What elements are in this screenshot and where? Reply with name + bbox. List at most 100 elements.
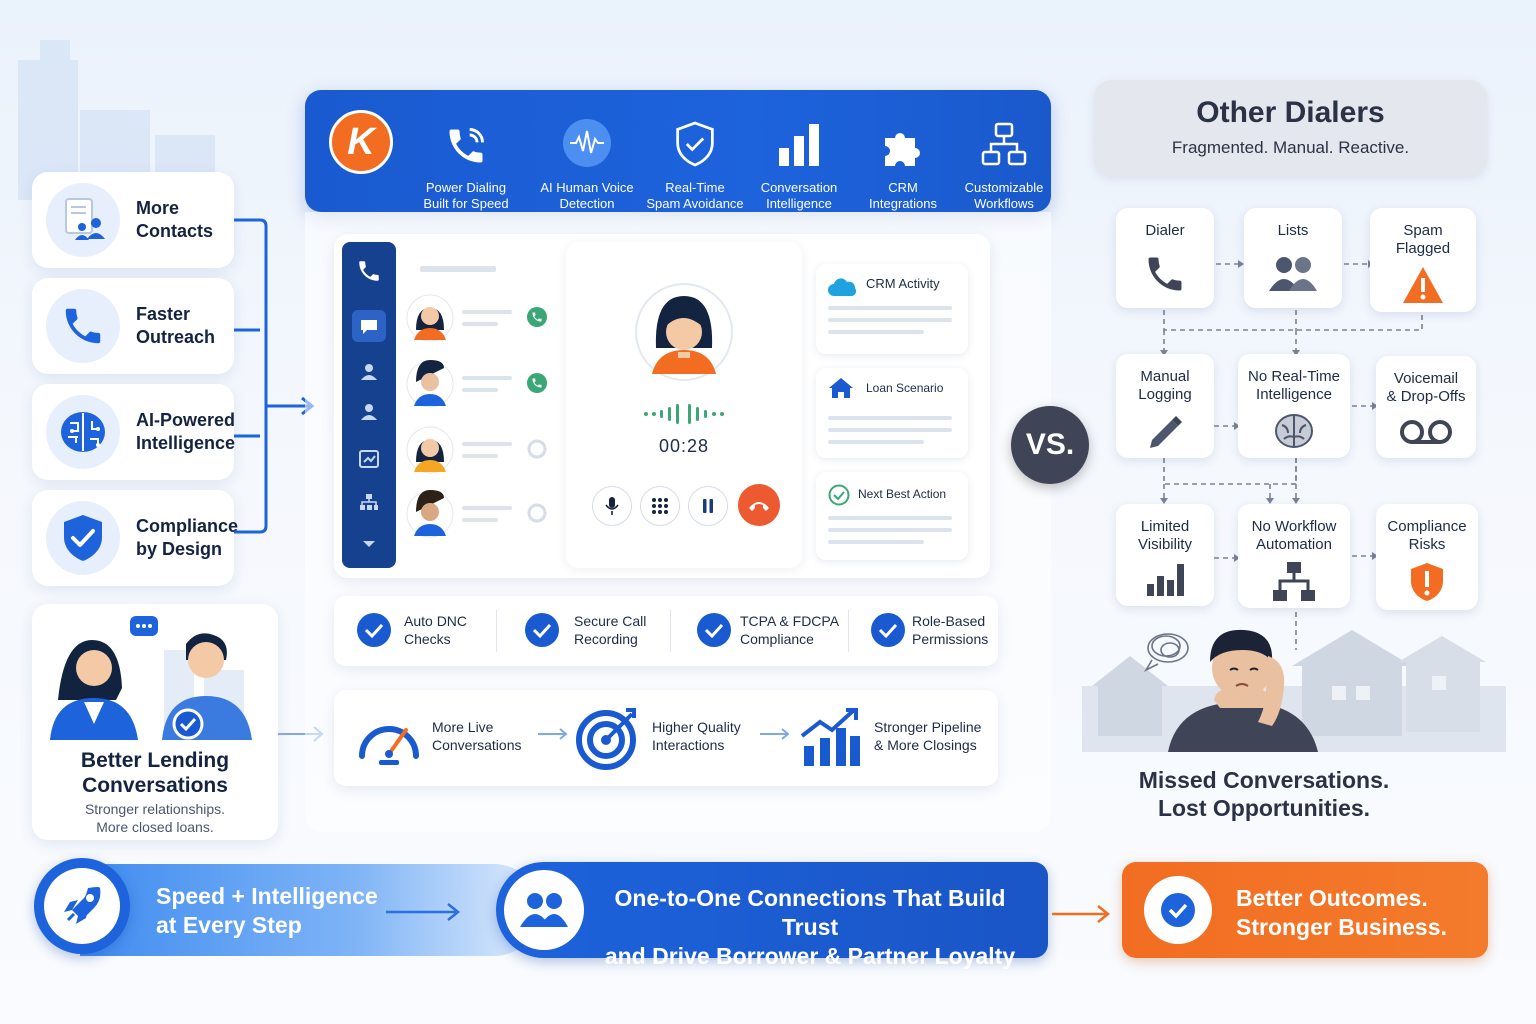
phone-icon (46, 289, 120, 363)
toolbar-custom-workflows[interactable]: Customizable Workflows (957, 90, 1051, 212)
hold-button[interactable] (688, 486, 728, 526)
compliance-label: Auto DNC Checks (404, 613, 468, 647)
sidebar-reports-icon[interactable] (358, 448, 380, 470)
bar-chart-icon (1145, 554, 1185, 606)
bar-chart-icon (777, 104, 821, 168)
compliance-label: TCPA & FDCPA Compliance (740, 613, 840, 647)
brain-icon (1272, 404, 1316, 458)
other-dialers-header: Other Dialers Fragmented. Manual. Reacti… (1094, 80, 1487, 176)
speed-banner-badge (34, 858, 130, 954)
brand-logo-letter: K (347, 120, 375, 163)
call-idle-icon (527, 503, 547, 523)
other-card-lists: Lists (1244, 208, 1342, 308)
keypad-icon (652, 498, 668, 514)
other-card-label: No Real-Time Intelligence (1248, 368, 1340, 403)
next-best-action-card[interactable]: Next Best Action (816, 472, 968, 560)
sidebar-org-icon[interactable] (359, 492, 379, 512)
list-header-placeholder (420, 266, 496, 272)
other-card-label: Dialer (1145, 222, 1185, 239)
feature-label: Compliance by Design (136, 516, 239, 559)
outcome-label: More Live Conversations (432, 719, 522, 753)
crm-activity-card[interactable]: CRM Activity (816, 264, 968, 354)
house-icon (829, 378, 853, 398)
speedometer-icon (359, 726, 419, 765)
fragmented-flow-connectors (1160, 260, 1423, 650)
shield-icon (674, 104, 716, 168)
compliance-label: Role-Based Permissions (912, 613, 989, 647)
salesforce-cloud-icon (828, 278, 857, 296)
crm-card-title: Loan Scenario (866, 381, 944, 395)
other-card-label: Lists (1277, 222, 1309, 239)
contact-row[interactable] (406, 426, 556, 476)
outcome-label: Higher Quality Interactions (652, 719, 741, 753)
toolbar-spam-avoidance[interactable]: Real-Time Spam Avoidance (645, 90, 745, 212)
call-idle-icon (527, 439, 547, 459)
workflow-icon (981, 104, 1027, 168)
contact-avatar (406, 490, 454, 538)
compliance-item-dnc: Auto DNC Checks (356, 612, 467, 648)
contact-avatar (406, 294, 454, 342)
frustrated-agent-illustration (1082, 629, 1506, 752)
other-card-no-workflow-automation: No Workflow Automation (1238, 504, 1350, 608)
sidebar-contacts-icon[interactable] (359, 402, 379, 422)
mute-button[interactable] (592, 486, 632, 526)
other-card-no-realtime-intelligence: No Real-Time Intelligence (1238, 354, 1350, 458)
call-timer: 00:28 (658, 436, 710, 456)
speed-banner-text: Speed + Intelligence at Every Step (156, 883, 378, 938)
pause-icon (703, 499, 713, 513)
toolbar-power-dialing[interactable]: Power Dialing Built for Speed (415, 90, 517, 212)
dialer-app-mock: 00:28 CRM Activity Loan Scenario Next Be… (334, 234, 990, 578)
speed-banner (80, 864, 540, 956)
hang-up-button[interactable] (738, 484, 780, 526)
toolbar-ai-voice-detection[interactable]: AI Human Voice Detection (535, 90, 639, 212)
pencil-icon (1146, 404, 1184, 458)
toolbar-label: AI Human Voice Detection (540, 180, 634, 211)
call-active-icon (527, 373, 547, 393)
connections-to-outcomes-arrow (1052, 905, 1111, 923)
hang-up-icon (749, 502, 769, 511)
check-circle-icon (697, 613, 731, 647)
better-outcomes-banner: Better Outcomes. Stronger Business. (1122, 862, 1488, 958)
other-card-label: Voicemail & Drop-Offs (1386, 370, 1466, 405)
toolbar-conversation-intelligence[interactable]: Conversation Intelligence (753, 90, 845, 212)
contact-row[interactable] (406, 490, 556, 540)
feature-label: AI-Powered Intelligence (136, 410, 236, 453)
brand-logo: K (329, 110, 393, 174)
feature-compliance-by-design: Compliance by Design (32, 490, 238, 586)
sidebar-phone-icon[interactable] (356, 258, 382, 284)
check-circle-icon (871, 613, 905, 647)
other-card-manual-logging: Manual Logging (1116, 354, 1214, 458)
voice-wave-icon (562, 104, 612, 168)
outcome-arrow (538, 728, 568, 740)
voicemail-icon (1399, 406, 1453, 458)
sidebar-user-icon[interactable] (359, 362, 379, 382)
outcomes-bar: More Live Conversations Higher Quality I… (334, 690, 998, 786)
keypad-button[interactable] (640, 486, 680, 526)
sidebar-chat-icon[interactable] (352, 310, 386, 342)
vs-label: VS. (1025, 428, 1075, 461)
loan-scenario-card[interactable]: Loan Scenario (816, 368, 968, 458)
toolbar-label: Conversation Intelligence (760, 180, 838, 211)
toolbar-label: CRM Integrations (869, 180, 937, 211)
toolbar-crm-integrations[interactable]: CRM Integrations (857, 90, 949, 212)
people-icon (1269, 240, 1317, 308)
compliance-item-permissions: Role-Based Permissions (870, 612, 988, 648)
shield-check-icon (46, 501, 120, 575)
warning-icon (1401, 258, 1445, 312)
contact-row[interactable] (406, 294, 556, 344)
other-card-label: No Workflow Automation (1251, 518, 1337, 553)
sidebar-chevron-down-icon[interactable] (361, 538, 377, 550)
speed-banner-arrow (386, 903, 461, 921)
better-lending-card: Better Lending Conversations Stronger re… (32, 604, 278, 840)
toolbar-label: Real-Time Spam Avoidance (646, 180, 744, 211)
app-sidebar (342, 242, 396, 568)
feature-more-contacts: More Contacts (32, 172, 234, 268)
outcomes-banner-text: Better Outcomes. Stronger Business. (1236, 885, 1447, 940)
contact-row[interactable] (406, 360, 556, 410)
check-circle-icon (1161, 893, 1195, 927)
alert-shield-icon (1408, 554, 1446, 610)
other-dialers-title: Other Dialers (1196, 96, 1385, 129)
connections-banner-text: One-to-One Connections That Build Trust … (604, 885, 1016, 969)
lending-title: Better Lending Conversations (80, 749, 230, 797)
toolbar-label: Customizable Workflows (964, 180, 1044, 211)
